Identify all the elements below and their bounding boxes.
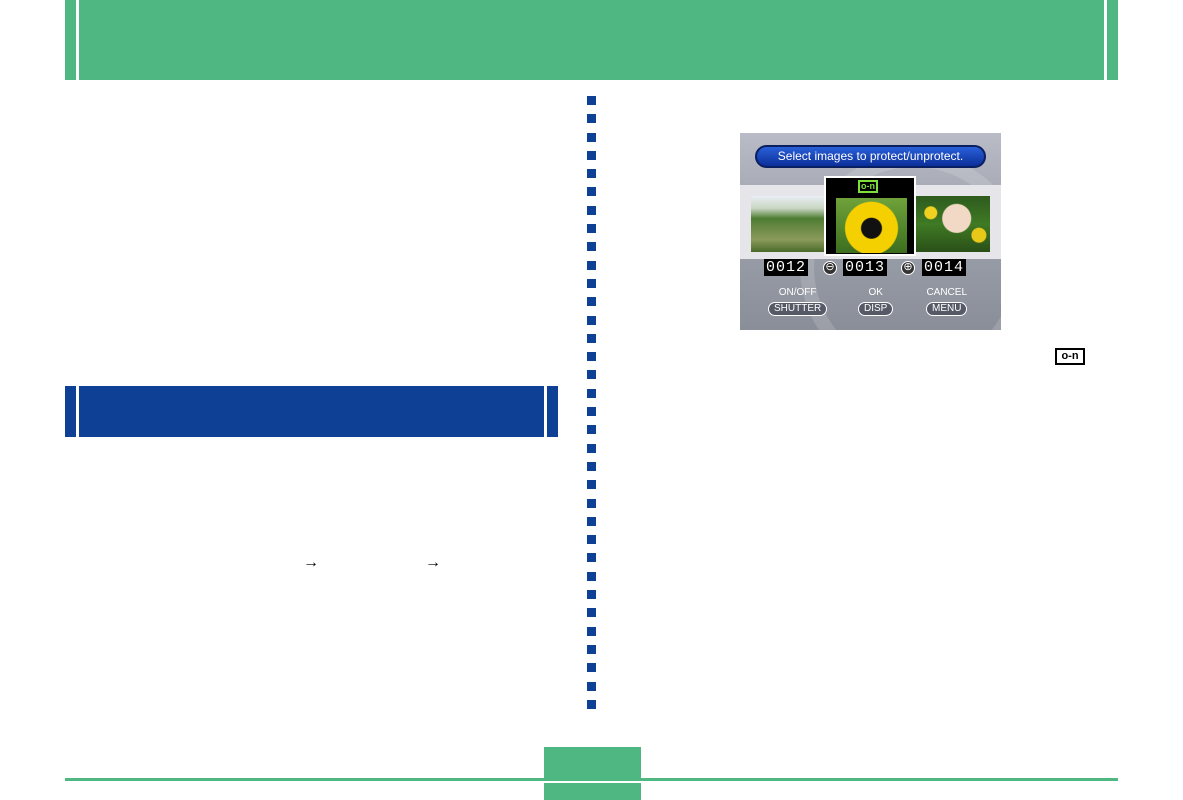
disp-function-label: OK (868, 287, 883, 298)
disp-button-label: DISP (858, 302, 894, 316)
disp-button-group: OK DISP (858, 287, 894, 316)
selected-image (836, 198, 907, 253)
key-icon: o-n (1055, 348, 1085, 365)
minus-icon: ⊖ (822, 260, 838, 275)
header-stripe-right (1104, 0, 1107, 80)
plus-icon: ⊕ (900, 260, 916, 275)
thumbnail-selected: o-n (824, 176, 916, 256)
menu-path-arrow-1: → (303, 554, 319, 571)
protect-key-icon: o-n (858, 180, 878, 193)
section-banner (65, 386, 558, 437)
screen-title: Select images to protect/unprotect. (755, 145, 986, 168)
shutter-button-group: ON/OFF SHUTTER (768, 287, 828, 316)
header-stripe-left (76, 0, 79, 80)
page-number-tab-lower (544, 783, 641, 800)
menu-button-label: MENU (926, 302, 968, 316)
screen-button-row: ON/OFF SHUTTER OK DISP CANCEL MENU (740, 288, 1001, 328)
menu-button-group: CANCEL MENU (926, 287, 968, 316)
thumbnail-previous (751, 196, 824, 252)
shutter-button-label: SHUTTER (768, 302, 828, 316)
page-header-band (65, 0, 1118, 80)
menu-path-arrow-2: → (425, 554, 441, 571)
camera-screen: Select images to protect/unprotect. o-n … (740, 133, 1001, 330)
shutter-function-label: ON/OFF (778, 287, 817, 298)
menu-function-label: CANCEL (926, 287, 968, 298)
column-divider (587, 96, 597, 718)
page-number-tab (544, 747, 641, 780)
image-counter-previous: 0012 (764, 259, 809, 276)
image-counter-next: 0014 (922, 259, 967, 276)
thumbnail-next (916, 196, 990, 252)
image-counter-current: 0013 (843, 259, 888, 276)
section-stripe-left (76, 386, 79, 437)
section-stripe-right (544, 386, 547, 437)
